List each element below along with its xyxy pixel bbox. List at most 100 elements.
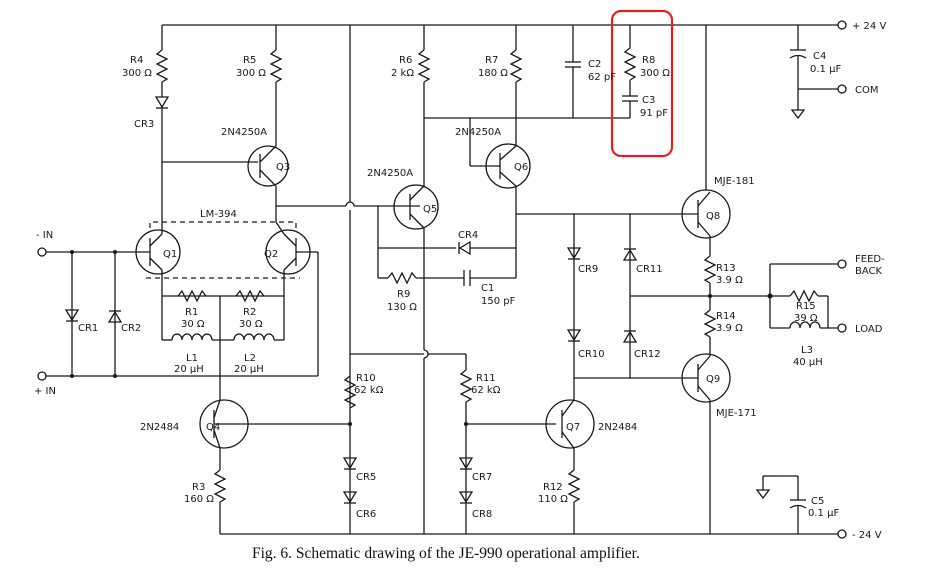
highlight-box	[610, 9, 674, 158]
cr3-diode	[154, 96, 170, 109]
q1-transistor	[46, 222, 181, 296]
r6-value: 2 kΩ	[391, 68, 414, 79]
l1-l2	[161, 296, 285, 396]
c5	[755, 475, 807, 534]
ground-icon-2	[755, 489, 771, 500]
r2-name: R2	[243, 307, 256, 318]
r14-value: 3.9 Ω	[716, 323, 743, 334]
c3-name: C3	[642, 95, 655, 106]
in-plus-label: + IN	[34, 386, 56, 397]
cr4-diode	[458, 240, 471, 256]
output-stage	[566, 25, 847, 534]
l3-value: 40 µH	[793, 357, 823, 368]
cr7-label: CR7	[472, 472, 492, 483]
r7-q6	[424, 25, 680, 278]
cr5-label: CR5	[356, 472, 376, 483]
com-label: COM	[855, 85, 878, 96]
lm394-label: LM-394	[200, 209, 237, 220]
r3-name: R3	[192, 482, 205, 493]
r8-value: 300 Ω	[640, 68, 670, 79]
cr9-label: CR9	[578, 264, 598, 275]
in-plus-terminal[interactable]	[37, 371, 47, 381]
in-minus-terminal[interactable]	[37, 247, 47, 257]
q3-type: 2N4250A	[221, 127, 267, 138]
feedback-terminal[interactable]	[837, 259, 847, 269]
feedback-label-2: BACK	[855, 266, 883, 277]
q1-name: Q1	[163, 249, 177, 260]
c4-com	[789, 25, 847, 120]
cr2-label: CR2	[121, 323, 141, 334]
l1-value: 20 µH	[174, 364, 204, 375]
load-label: LOAD	[855, 324, 883, 335]
q5-name: Q5	[423, 204, 437, 215]
q6-type: 2N4250A	[455, 127, 501, 138]
r7-value: 180 Ω	[478, 68, 508, 79]
input-network	[37, 247, 318, 381]
r4-name: R4	[130, 55, 143, 66]
c5-value: 0.1 µF	[808, 508, 839, 519]
c5-name: C5	[811, 496, 824, 507]
plus24-terminal[interactable]	[837, 20, 847, 30]
com-terminal[interactable]	[837, 84, 847, 94]
q2-transistor	[265, 221, 319, 376]
cr2-diode	[107, 310, 123, 323]
r4-branch	[154, 25, 258, 222]
r15-value: 39 Ω	[794, 313, 818, 324]
cr10-diode	[566, 329, 582, 342]
c1-value: 150 pF	[481, 296, 516, 307]
r5-name: R5	[243, 55, 256, 66]
minus24-terminal[interactable]	[837, 529, 847, 539]
r14-name: R14	[716, 311, 736, 322]
q2-name: Q2	[264, 249, 278, 260]
negative-rail	[220, 529, 847, 539]
r5-branch	[269, 25, 283, 140]
q4-name: Q4	[206, 422, 220, 433]
in-minus-label: - IN	[36, 230, 53, 241]
figure-caption: Fig. 6. Schematic drawing of the JE-990 …	[252, 545, 640, 562]
load-terminal[interactable]	[837, 323, 847, 333]
r15-name: R15	[796, 301, 816, 312]
q3-name: Q3	[276, 162, 290, 173]
cr12-diode	[622, 330, 638, 343]
cr1-diode	[64, 309, 80, 322]
cr4-label: CR4	[458, 230, 478, 241]
r1-value: 30 Ω	[181, 319, 205, 330]
cr8-diode	[458, 491, 474, 504]
feedback-label-1: FEED-	[855, 254, 885, 265]
q9-type: MJE-171	[716, 408, 757, 419]
q9-name: Q9	[706, 374, 720, 385]
q8-type: MJE-181	[714, 176, 755, 187]
c1-name: C1	[481, 283, 494, 294]
r13-value: 3.9 Ω	[716, 275, 743, 286]
r5-value: 300 Ω	[236, 68, 266, 79]
r1-name: R1	[185, 307, 198, 318]
r9-name: R9	[397, 289, 410, 300]
cr3-label: CR3	[134, 119, 154, 130]
cr6-label: CR6	[356, 509, 376, 520]
q4-type: 2N2484	[140, 422, 179, 433]
r12-name: R12	[543, 482, 563, 493]
cr11-diode	[622, 248, 638, 261]
r13-name: R13	[716, 263, 736, 274]
c2-name: C2	[588, 59, 601, 70]
cr5-diode	[342, 457, 358, 470]
r10-name: R10	[356, 373, 376, 384]
q6-name: Q6	[514, 162, 528, 173]
positive-rail	[162, 20, 847, 30]
cr10-label: CR10	[578, 349, 605, 360]
r1-r2	[162, 289, 284, 340]
c2-value: 62 pF	[588, 72, 616, 83]
minus24-label: - 24 V	[852, 530, 882, 541]
cr9-diode	[566, 247, 582, 260]
lm394-outline	[149, 221, 297, 228]
c4-value: 0.1 µF	[810, 64, 841, 75]
cross-wires	[276, 25, 420, 534]
q4-transistor	[199, 396, 350, 534]
q7-type: 2N2484	[598, 422, 637, 433]
r10-r11-q7	[342, 349, 595, 534]
cr6-diode	[342, 491, 358, 504]
l3-name: L3	[801, 345, 813, 356]
r2-value: 30 Ω	[239, 319, 263, 330]
r7-name: R7	[485, 55, 498, 66]
